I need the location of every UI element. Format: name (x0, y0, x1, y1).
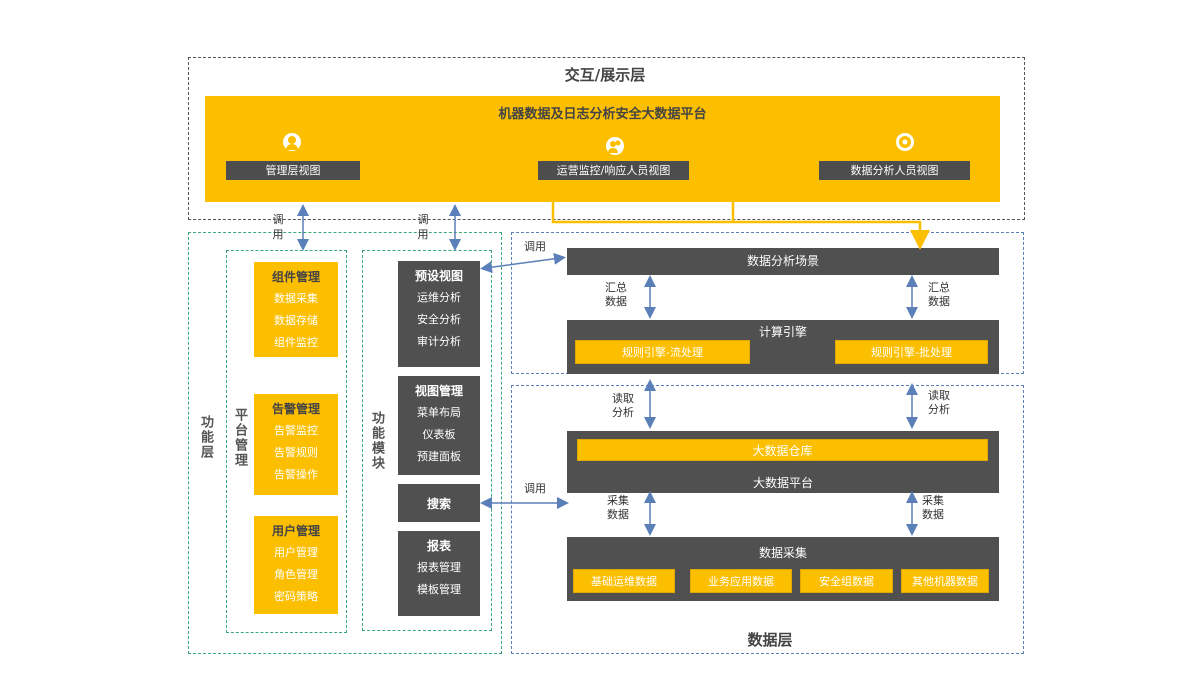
list-item: 菜单布局 (417, 406, 461, 419)
platform-panel (205, 96, 1000, 202)
summary-label-right: 汇总 数据 (928, 281, 950, 308)
call-arrow-upper-right (480, 252, 566, 274)
compute-engine-title: 计算引擎 (758, 325, 807, 339)
list-item: 告警操作 (274, 468, 318, 481)
view-mgmt-head: 视图管理 (414, 384, 463, 398)
data-collection-title: 数据采集 (758, 546, 807, 560)
analysis-scene-bar[interactable]: 数据分析场景 (567, 248, 999, 275)
big-data-platform-title: 大数据平台 (752, 476, 813, 490)
list-item: 报表管理 (417, 561, 461, 574)
list-item: 密码策略 (274, 590, 318, 603)
function-modules-title: 功能模块 (369, 411, 384, 471)
collect-label-left: 采集 数据 (607, 494, 629, 521)
function-layer-frame (188, 232, 502, 654)
platform-mgmt-frame (226, 250, 347, 633)
search-head: 搜索 (426, 497, 451, 511)
list-item: 用户管理 (274, 546, 318, 559)
call-label-left: 调用 (272, 213, 284, 241)
alert-mgmt-head: 告警管理 (271, 402, 320, 416)
collect-label-right: 采集 数据 (922, 494, 944, 521)
list-item: 数据采集 (274, 292, 318, 305)
view-analyst[interactable]: 数据分析人员视图 (819, 161, 970, 180)
call-label-upper-right: 调用 (524, 240, 546, 253)
analyst-icon (896, 133, 914, 151)
data-warehouse[interactable]: 大数据仓库 (577, 439, 988, 461)
list-item: 仪表板 (422, 428, 456, 441)
collection-item-ops[interactable]: 基础运维数据 (573, 569, 675, 593)
call-label-mid: 调用 (417, 213, 429, 241)
list-item: 运维分析 (417, 291, 461, 304)
component-mgmt-head: 组件管理 (271, 270, 320, 284)
users-icon (606, 137, 624, 155)
view-mgmt-box[interactable]: 视图管理 菜单布局 仪表板 预建面板 (398, 376, 480, 475)
interaction-layer-frame (188, 57, 1025, 220)
collection-item-business[interactable]: 业务应用数据 (690, 569, 792, 593)
report-box[interactable]: 报表 报表管理 模板管理 (398, 531, 480, 616)
summary-label-left: 汇总 数据 (605, 281, 627, 308)
alert-mgmt-box[interactable]: 告警管理 告警监控 告警规则 告警操作 (254, 394, 338, 495)
platform-title: 机器数据及日志分析安全大数据平台 (498, 107, 707, 122)
component-mgmt-box[interactable]: 组件管理 数据采集 数据存储 组件监控 (254, 262, 338, 357)
rule-engine-stream[interactable]: 规则引擎-流处理 (575, 340, 750, 364)
platform-mgmt-title: 平台管理 (232, 408, 247, 468)
list-item: 告警监控 (274, 424, 318, 437)
read-label-left: 读取 分析 (612, 392, 634, 419)
preset-view-box[interactable]: 预设视图 运维分析 安全分析 审计分析 (398, 261, 480, 367)
preset-view-head: 预设视图 (414, 269, 463, 283)
search-box[interactable]: 搜索 (398, 484, 480, 522)
call-label-lower-right: 调用 (524, 482, 546, 495)
platform-to-scene-connector (551, 202, 930, 250)
view-manager[interactable]: 管理层视图 (226, 161, 360, 180)
data-layer-frame (511, 385, 1024, 654)
list-item: 预建面板 (417, 450, 461, 463)
list-item: 角色管理 (274, 568, 318, 581)
function-modules-frame (362, 250, 492, 631)
collection-item-security[interactable]: 安全组数据 (800, 569, 893, 593)
collection-item-other[interactable]: 其他机器数据 (901, 569, 989, 593)
read-label-right: 读取 分析 (928, 389, 950, 416)
user-mgmt-box[interactable]: 用户管理 用户管理 角色管理 密码策略 (254, 516, 338, 614)
user-mgmt-head: 用户管理 (271, 524, 320, 538)
data-layer-title: 数据层 (747, 631, 793, 649)
list-item: 安全分析 (417, 313, 461, 326)
interaction-layer-title: 交互/展示层 (564, 66, 646, 84)
list-item: 模板管理 (417, 583, 461, 596)
list-item: 告警规则 (274, 446, 318, 459)
manager-icon (283, 133, 301, 151)
list-item: 组件监控 (274, 336, 318, 349)
report-head: 报表 (426, 539, 451, 553)
view-operations[interactable]: 运营监控/响应人员视图 (538, 161, 689, 180)
rule-engine-batch[interactable]: 规则引擎-批处理 (835, 340, 988, 364)
list-item: 审计分析 (417, 335, 461, 348)
list-item: 数据存储 (274, 314, 318, 327)
function-layer-title: 功能层 (198, 415, 213, 460)
